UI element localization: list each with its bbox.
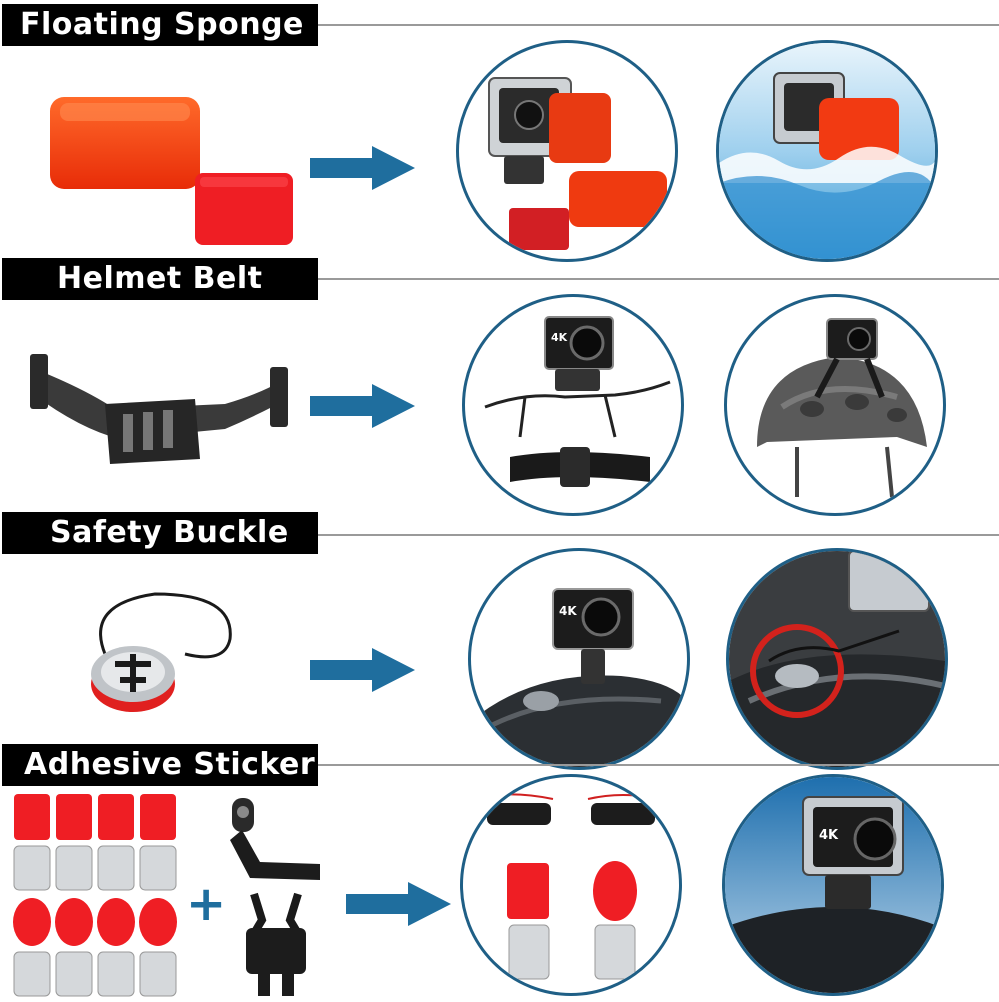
section-title: Safety Buckle xyxy=(2,512,318,554)
camera-4k-label: 4K xyxy=(551,331,568,344)
floating-sponge-product-image xyxy=(50,97,293,245)
helmet-belt-product-image xyxy=(30,354,288,464)
right-arrow-icon xyxy=(310,384,415,428)
camera-4k-label: 4K xyxy=(559,604,577,618)
curved-mount-row xyxy=(13,951,177,997)
sponge-with-camera-photo xyxy=(456,40,678,262)
safety-buckle-with-camera-photo: 4K xyxy=(468,548,690,770)
header-rule xyxy=(300,24,999,26)
buckle-mount-image xyxy=(246,892,306,996)
round-sticker-row xyxy=(13,898,177,946)
helmet-belt-on-helmet-photo xyxy=(724,294,946,516)
helmet-belt-with-camera-photo: 4K xyxy=(462,294,684,516)
safety-buckle-closeup-photo xyxy=(726,548,948,770)
right-arrow-icon xyxy=(346,882,451,926)
section-adhesive-sticker: Adhesive Sticker + xyxy=(0,740,999,1000)
header-rule xyxy=(300,534,999,536)
safety-buckle-product-image xyxy=(91,592,232,712)
section-safety-buckle: Safety Buckle 4K xyxy=(0,504,999,770)
section-title: Adhesive Sticker xyxy=(2,744,318,786)
plus-sign: + xyxy=(186,876,227,932)
flat-mount-row xyxy=(13,845,177,891)
mounts-with-stickers-photo xyxy=(460,774,682,996)
section-floating-sponge: Floating Sponge xyxy=(0,0,999,262)
section-title: Helmet Belt xyxy=(2,258,318,300)
j-hook-mount-image xyxy=(230,798,320,880)
adhesive-sticker-kit-image xyxy=(13,794,177,997)
section-helmet-belt: Helmet Belt 4K xyxy=(0,254,999,516)
right-arrow-icon xyxy=(310,146,415,190)
sponge-in-water-photo xyxy=(716,40,938,262)
section-title: Floating Sponge xyxy=(2,4,318,46)
header-rule xyxy=(300,764,999,766)
right-arrow-icon xyxy=(310,648,415,692)
rect-sticker-row xyxy=(14,794,176,840)
header-rule xyxy=(300,278,999,280)
camera-on-helmet-photo: 4K xyxy=(722,774,944,996)
camera-4k-label: 4K xyxy=(819,828,839,843)
